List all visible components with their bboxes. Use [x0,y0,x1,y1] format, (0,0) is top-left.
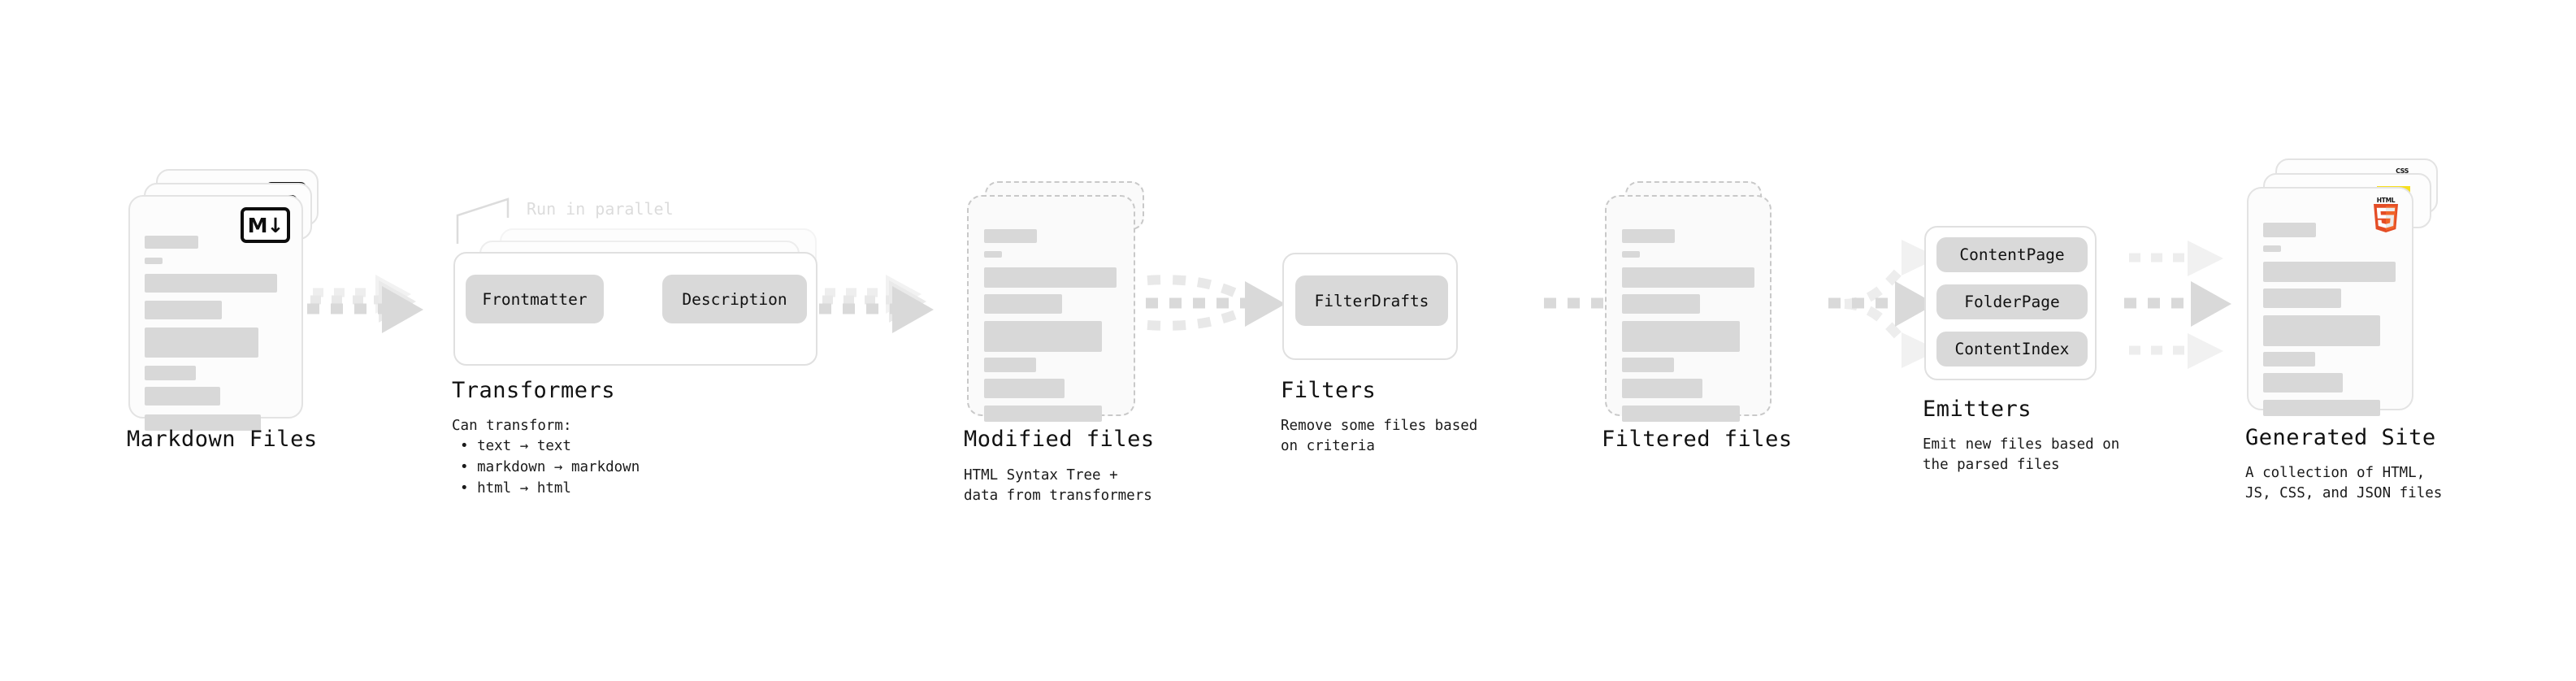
doc-line [1622,267,1754,288]
html5-icon-wordmark: HTML [2376,197,2396,204]
filters-description: Remove some files based on criteria [1281,418,1478,454]
doc-line [2263,245,2281,252]
doc-line [2263,315,2380,346]
site-card-html: HTML [2247,187,2413,416]
transformers-bullet-0: • text → text [460,438,571,454]
transformer-pill-description-label: Description [682,289,787,309]
transformers-bullet-2: • html → html [460,480,571,497]
doc-line [984,251,1002,258]
doc-line [2263,288,2341,308]
stage-title-filters: Filters [1281,378,1377,403]
emitters-pill-contentpage-label: ContentPage [1959,245,2065,264]
stage-title-filtered-files: Filtered files [1602,427,1793,452]
transformer-pill-description[interactable]: Description [662,275,807,323]
doc-line [145,387,220,406]
doc-line [2263,352,2315,367]
css-icon-label: CSS [2396,167,2409,175]
stage-title-transformers: Transformers [452,378,616,403]
doc-line [145,327,258,358]
html5-icon: HTML [2373,197,2399,232]
emitters-pill-contentindex[interactable]: ContentIndex [1936,332,2088,367]
doc-line [984,229,1037,243]
emitters-pill-contentpage[interactable]: ContentPage [1936,237,2088,272]
filtered-card-front [1605,195,1772,422]
filters-panel: FilterDrafts [1282,253,1458,360]
doc-line [1622,406,1740,422]
arrow-transformers-to-modified [819,275,934,333]
modified-files-description: HTML Syntax Tree + data from transformer… [964,467,1152,504]
doc-line [984,358,1036,372]
filters-pill-filterdrafts-label: FilterDrafts [1314,291,1429,310]
generated-site-description: A collection of HTML, JS, CSS, and JSON … [2245,465,2443,501]
doc-line [1622,379,1702,398]
doc-line [1622,251,1640,258]
transformer-pill-frontmatter[interactable]: Frontmatter [466,275,604,323]
doc-line [984,379,1065,398]
doc-line [145,301,222,319]
stage-title-generated-site: Generated Site [2245,425,2436,450]
transformer-panel-front: Frontmatter Description [453,252,817,366]
emitters-panel: ContentPage FolderPage ContentIndex [1924,226,2097,380]
doc-line [2263,373,2343,393]
emitters-pill-folderpage[interactable]: FolderPage [1936,284,2088,319]
arrow-filtered-to-emitters [1828,240,1939,368]
run-in-parallel-note: Run in parallel [527,199,674,219]
emitters-pill-contentindex-label: ContentIndex [1954,340,2070,358]
filters-pill-filterdrafts[interactable]: FilterDrafts [1295,275,1448,326]
doc-line [2263,223,2316,237]
doc-line [145,414,261,431]
doc-line [984,406,1102,422]
doc-line [1622,321,1740,352]
doc-line [145,258,163,264]
doc-line [145,236,198,249]
markdown-icon: M↓ [241,207,290,243]
doc-line [1622,229,1675,243]
doc-line [2263,262,2396,282]
emitters-pill-folderpage-label: FolderPage [1964,293,2060,311]
arrow-modified-to-filters [1146,275,1286,331]
transformers-description: Can transform: [452,418,572,434]
stage-title-emitters: Emitters [1923,397,2032,422]
doc-line [145,366,196,380]
modified-card-front [967,195,1135,422]
emitters-description: Emit new files based on the parsed files [1923,436,2120,473]
doc-line [1622,294,1700,314]
arrow-markdown-to-transformers [307,275,423,333]
transformer-pill-frontmatter-label: Frontmatter [482,289,588,309]
arrow-emitters-to-site [2124,241,2231,369]
doc-line [984,267,1117,288]
doc-line [984,321,1102,352]
doc-line [145,274,277,293]
doc-line [984,294,1062,314]
stage-title-modified-files: Modified files [964,427,1155,452]
markdown-card-front: M↓ [128,195,303,431]
transformers-bullet-1: • markdown → markdown [460,459,640,475]
doc-line [2263,400,2380,416]
stage-title-markdown-files: Markdown Files [127,427,318,452]
doc-line [1622,358,1674,372]
